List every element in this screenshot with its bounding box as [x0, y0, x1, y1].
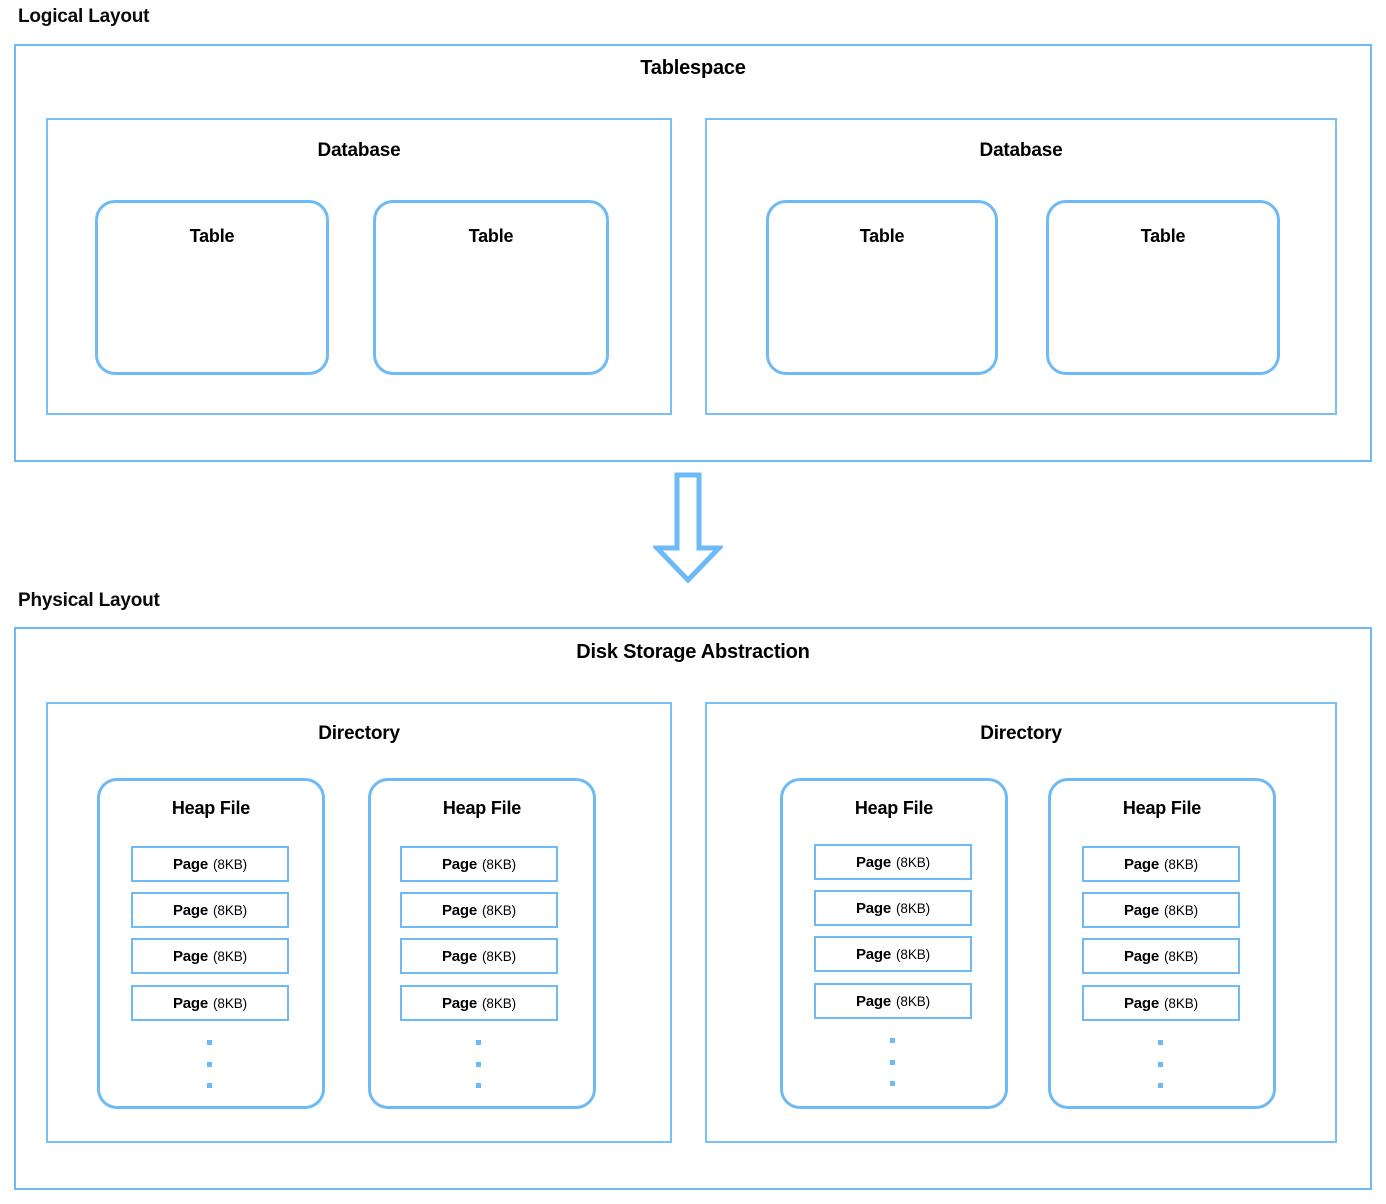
database-title-2: Database [979, 140, 1063, 161]
page-size: (8KB) [213, 995, 248, 1011]
page-size: (8KB) [213, 856, 248, 872]
page-label: Page [441, 901, 478, 919]
page-label: Page [1123, 947, 1160, 965]
page-size: (8KB) [482, 902, 517, 918]
page-box: Page (8KB) [1082, 846, 1240, 882]
page-box: Page (8KB) [814, 844, 972, 880]
table-title-1-2: Table [468, 226, 514, 246]
page-size: (8KB) [1164, 948, 1199, 964]
page-size: (8KB) [1164, 995, 1199, 1011]
page-size: (8KB) [482, 856, 517, 872]
vertical-ellipsis-icon [889, 1038, 896, 1086]
page-box: Page (8KB) [400, 892, 558, 928]
heap-file-title-1-1: Heap File [171, 798, 251, 818]
heap-file-title-1-2: Heap File [442, 798, 522, 818]
page-label: Page [855, 853, 892, 871]
page-box: Page (8KB) [400, 846, 558, 882]
page-label: Page [172, 901, 209, 919]
page-box: Page (8KB) [1082, 938, 1240, 974]
physical-layout-heading: Physical Layout [18, 590, 160, 611]
table-box-2-2: Table [1046, 200, 1280, 375]
vertical-ellipsis-icon [206, 1040, 213, 1088]
page-label: Page [1123, 901, 1160, 919]
page-size: (8KB) [896, 900, 931, 916]
page-box: Page (8KB) [400, 938, 558, 974]
directory-title-1: Directory [318, 723, 400, 744]
page-box: Page (8KB) [814, 936, 972, 972]
page-box: Page (8KB) [1082, 892, 1240, 928]
page-label: Page [172, 855, 209, 873]
page-size: (8KB) [213, 948, 248, 964]
page-label: Page [441, 855, 478, 873]
page-box: Page (8KB) [1082, 985, 1240, 1021]
page-label: Page [1123, 994, 1160, 1012]
vertical-ellipsis-icon [475, 1040, 482, 1088]
down-block-arrow-icon [651, 472, 725, 584]
page-size: (8KB) [1164, 856, 1199, 872]
page-label: Page [172, 947, 209, 965]
page-box: Page (8KB) [814, 983, 972, 1019]
page-size: (8KB) [896, 993, 931, 1009]
table-title-2-2: Table [1140, 226, 1186, 246]
page-size: (8KB) [482, 948, 517, 964]
vertical-ellipsis-icon [1157, 1040, 1164, 1088]
heap-file-title-2-1: Heap File [854, 798, 934, 818]
page-label: Page [172, 994, 209, 1012]
page-label: Page [855, 945, 892, 963]
directory-title-2: Directory [980, 723, 1062, 744]
page-size: (8KB) [482, 995, 517, 1011]
page-size: (8KB) [213, 902, 248, 918]
page-size: (8KB) [1164, 902, 1199, 918]
database-title-1: Database [317, 140, 401, 161]
page-box: Page (8KB) [814, 890, 972, 926]
table-title-1-1: Table [189, 226, 235, 246]
table-box-1-2: Table [373, 200, 609, 375]
page-size: (8KB) [896, 946, 931, 962]
page-label: Page [855, 992, 892, 1010]
page-label: Page [441, 994, 478, 1012]
table-box-1-1: Table [95, 200, 329, 375]
page-label: Page [855, 899, 892, 917]
table-box-2-1: Table [766, 200, 998, 375]
disk-storage-abstraction-title: Disk Storage Abstraction [576, 641, 810, 663]
tablespace-title: Tablespace [640, 57, 746, 79]
page-box: Page (8KB) [131, 938, 289, 974]
page-size: (8KB) [896, 854, 931, 870]
table-title-2-1: Table [859, 226, 905, 246]
page-label: Page [1123, 855, 1160, 873]
page-box: Page (8KB) [400, 985, 558, 1021]
heap-file-title-2-2: Heap File [1122, 798, 1202, 818]
page-box: Page (8KB) [131, 985, 289, 1021]
page-label: Page [441, 947, 478, 965]
page-box: Page (8KB) [131, 846, 289, 882]
page-box: Page (8KB) [131, 892, 289, 928]
logical-layout-heading: Logical Layout [18, 6, 150, 27]
